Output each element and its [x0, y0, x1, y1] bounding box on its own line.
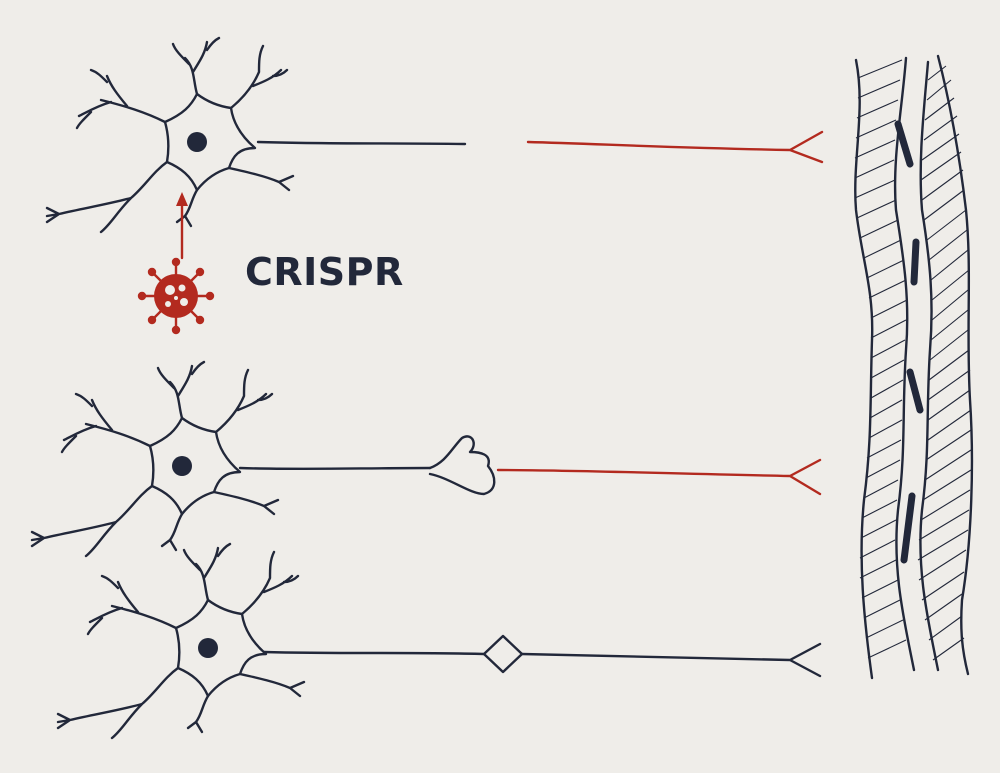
retraction-bulb — [428, 435, 496, 496]
hatching-right — [917, 65, 972, 661]
lesion-marker — [482, 634, 524, 674]
crispr-label: CRISPR — [245, 250, 404, 294]
axon-regenerating-segment — [526, 130, 824, 164]
delivery-arrowhead — [176, 192, 188, 206]
neuron-bottom — [56, 542, 822, 740]
axon-distal-regenerating — [496, 458, 822, 496]
spinal-cord — [854, 54, 974, 680]
axon-intact-right — [520, 642, 822, 678]
axon-to-bulb — [238, 466, 432, 471]
axon-intact-left — [262, 650, 486, 656]
axon-proximal-segment — [256, 140, 467, 146]
central-canal-segments — [894, 120, 924, 564]
virus-icon — [137, 257, 215, 335]
neuron-middle — [30, 360, 822, 558]
hatching-left — [854, 59, 908, 659]
neuron-top — [45, 36, 824, 234]
